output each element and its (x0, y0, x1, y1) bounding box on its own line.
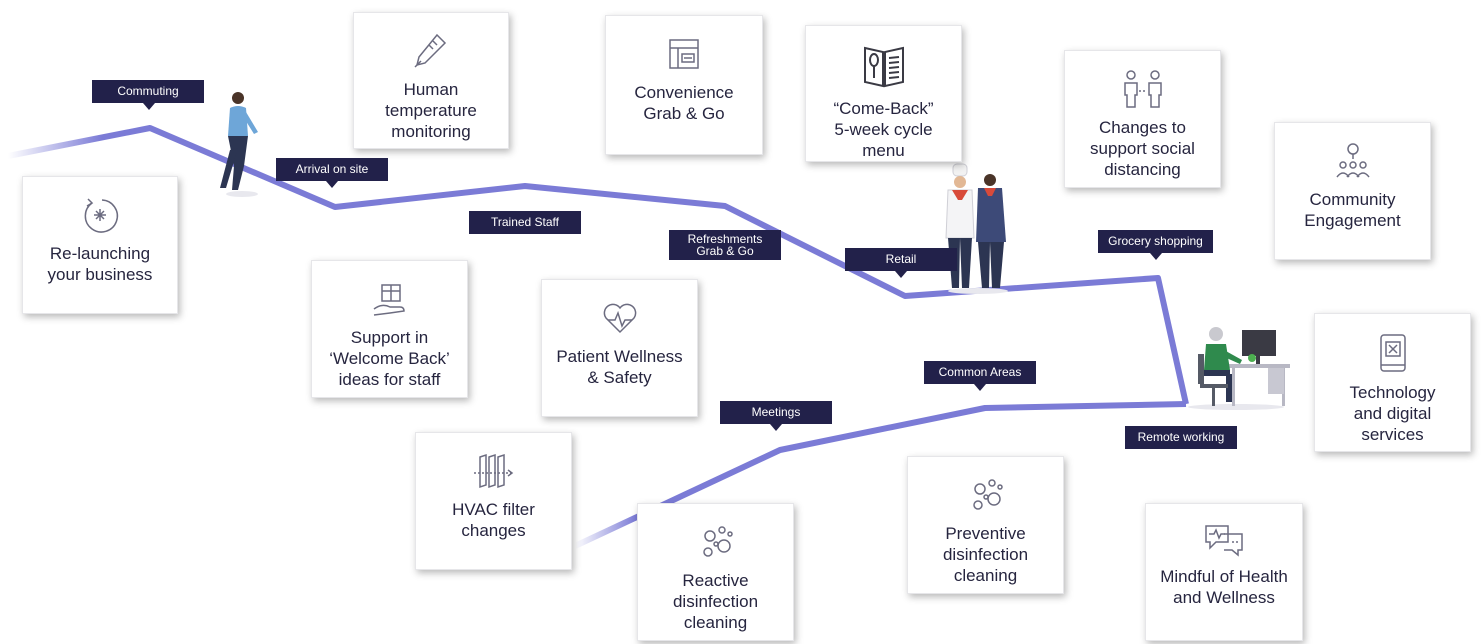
tag-meetings: Meetings (720, 401, 832, 424)
card-temperature-label: Human temperature monitoring (385, 80, 477, 141)
card-patient: Patient Wellness & Safety (541, 279, 698, 417)
tablet-icon (1379, 334, 1406, 372)
tag-pin (974, 384, 986, 391)
tag-remote: Remote working (1125, 426, 1237, 449)
vending-icon (669, 39, 699, 69)
card-hvac-label: HVAC filter changes (452, 500, 535, 540)
card-mindful-label: Mindful of Health and Wellness (1160, 567, 1288, 607)
bubbles-icon (702, 526, 733, 557)
card-hvac: HVAC filter changes (415, 432, 572, 570)
card-relaunch-label: Re-launching your business (47, 244, 153, 284)
people-distance-icon (1123, 70, 1162, 108)
card-community: Community Engagement (1274, 122, 1431, 260)
gift-hand-icon (373, 284, 405, 316)
card-mindful: Mindful of Health and Wellness (1145, 503, 1303, 641)
thermometer-icon (414, 33, 447, 68)
card-social-distancing-label: Changes to support social distancing (1090, 118, 1195, 179)
tag-refreshments: Refreshments Grab & Go (669, 230, 781, 260)
journey-path-upper (7, 125, 1189, 405)
tag-grocery: Grocery shopping (1098, 230, 1213, 253)
card-technology: Technology and digital services (1314, 313, 1471, 452)
tag-commuting: Commuting (92, 80, 204, 103)
card-reactive: Reactive disinfection cleaning (637, 503, 794, 641)
walking-person-figure (220, 92, 258, 197)
tag-pin (895, 271, 907, 278)
card-welcome-back: Support in ‘Welcome Back’ ideas for staf… (311, 260, 468, 398)
chat-pulse-icon (1205, 525, 1243, 557)
card-come-back-label: “Come-Back” 5-week cycle menu (833, 99, 934, 160)
tag-pin (143, 103, 155, 110)
filter-icon (473, 453, 513, 489)
card-social-distancing: Changes to support social distancing (1064, 50, 1221, 188)
card-grab-go-label: Convenience Grab & Go (634, 83, 734, 123)
card-community-label: Community Engagement (1304, 190, 1401, 230)
card-welcome-back-label: Support in ‘Welcome Back’ ideas for staf… (329, 328, 450, 389)
tag-common-areas: Common Areas (924, 361, 1036, 384)
community-icon (1335, 143, 1370, 178)
tag-pin (326, 181, 338, 188)
card-reactive-label: Reactive disinfection cleaning (672, 571, 759, 632)
tag-pin (1150, 253, 1162, 260)
card-preventive-label: Preventive disinfection cleaning (942, 524, 1029, 585)
bubbles-icon (972, 479, 1003, 510)
card-temperature: Human temperature monitoring (353, 12, 509, 149)
menu-icon (863, 46, 904, 88)
journey-path-lower (573, 401, 1187, 549)
tag-retail: Retail (845, 248, 957, 271)
remote-worker-figure (1188, 327, 1290, 410)
chefs-figure (945, 163, 1008, 294)
card-come-back: “Come-Back” 5-week cycle menu (805, 25, 962, 162)
card-patient-label: Patient Wellness & Safety (556, 347, 683, 387)
heart-pulse-icon (603, 303, 636, 334)
card-preventive: Preventive disinfection cleaning (907, 456, 1064, 594)
tag-pin (770, 424, 782, 431)
card-technology-label: Technology and digital services (1349, 383, 1436, 444)
card-relaunch: Re-launching your business (22, 176, 178, 314)
tag-arrival: Arrival on site (276, 158, 388, 181)
tag-trained-staff: Trained Staff (469, 211, 581, 234)
card-grab-go: Convenience Grab & Go (605, 15, 763, 155)
restart-icon (84, 198, 119, 233)
